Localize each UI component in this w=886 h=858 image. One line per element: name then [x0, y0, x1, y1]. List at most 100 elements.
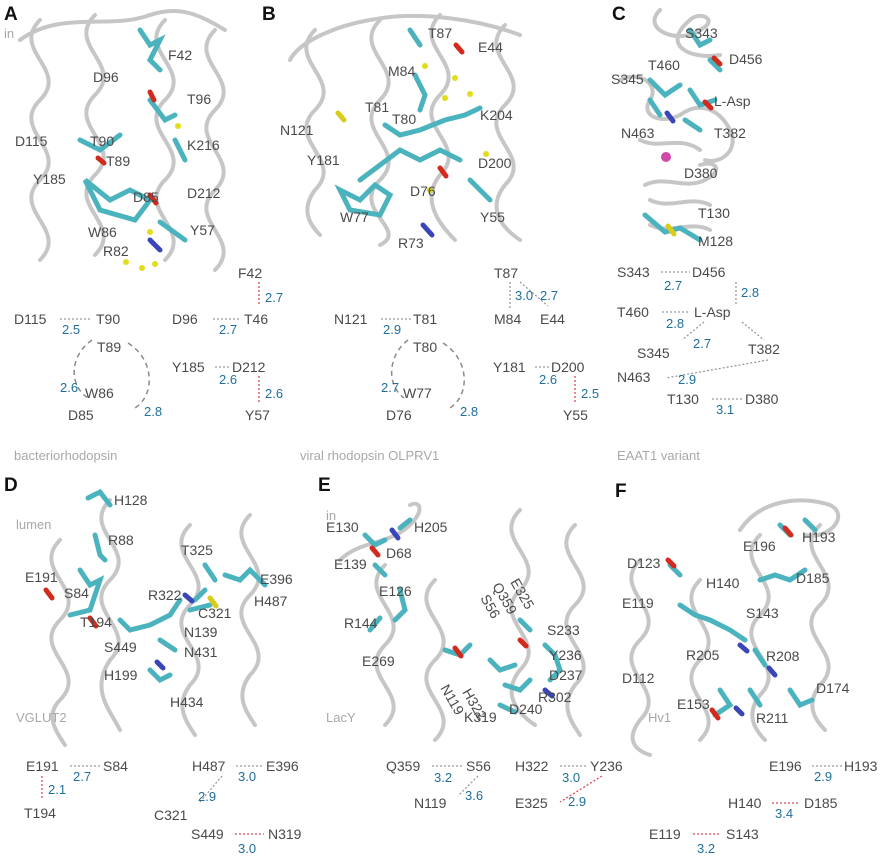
residue-label: R205	[686, 647, 720, 663]
panel-c-structure	[618, 8, 735, 243]
scheme-residue: T87	[494, 265, 518, 281]
scheme-residue: T80	[413, 339, 437, 355]
residue-label: E396	[260, 571, 293, 587]
scheme-residue: S345	[637, 345, 670, 361]
residue-label: N121	[280, 122, 314, 138]
panel-c-structure-labels: S343 T460 D456 S345 L-Asp N463 T382 D380…	[611, 25, 763, 249]
panel-b-helix	[494, 23, 522, 242]
scheme-residue: Y236	[590, 758, 623, 774]
scheme-residue: S143	[726, 826, 759, 842]
scheme-residue: N121	[334, 311, 368, 327]
panel-d-sidechain	[147, 562, 268, 684]
scheme-residue: D212	[232, 359, 266, 375]
panel-b-water	[452, 75, 458, 81]
panel-b-water	[483, 151, 489, 157]
hbond-distance: 2.7	[265, 290, 283, 305]
scheme-residue: M84	[494, 311, 521, 327]
panel-c-loop	[643, 161, 719, 187]
panel-b-structure-labels: T87 E44 M84 N121 T81 T80 K204 D200 Y181 …	[280, 25, 513, 251]
panel-e-loop	[338, 501, 422, 562]
hbond-distance: 2.9	[568, 794, 586, 809]
residue-label: E130	[326, 519, 359, 535]
residue-label: S449	[104, 639, 137, 655]
panel-f-oxygen	[782, 525, 794, 538]
residue-label: S84	[64, 585, 89, 601]
panel-c: C S343 T460 D456 S345 L-Asp N463 T382 D3…	[611, 4, 780, 463]
residue-label: T90	[90, 133, 114, 149]
hbond-distance: 2.6	[60, 380, 78, 395]
residue-label: D185	[796, 570, 830, 586]
residue-label: E139	[334, 556, 367, 572]
residue-label: D212	[187, 185, 221, 201]
residue-label: T87	[428, 25, 452, 41]
panel-b-water	[467, 91, 473, 97]
panel-f-nitrogen	[766, 665, 778, 678]
hbond-line	[741, 321, 765, 341]
panel-d-sidechain	[67, 488, 183, 653]
hbond-arc	[442, 342, 465, 409]
panel-e-helix	[564, 523, 586, 737]
panel-b-helix	[429, 13, 457, 242]
scheme-residue: S84	[103, 758, 128, 774]
hbond-distance: 2.7	[693, 336, 711, 351]
scheme-residue: T382	[748, 341, 780, 357]
scheme-residue: E119	[649, 826, 681, 842]
panel-d-helix	[99, 498, 122, 732]
panel-e-side-label: in	[326, 508, 336, 523]
panel-a-structure	[18, 8, 227, 272]
hbond-distance: 2.6	[265, 386, 283, 401]
panel-b-sulfur	[335, 110, 347, 123]
panel-e-structure	[338, 501, 586, 742]
panel-e-helix	[374, 563, 396, 727]
scheme-residue: H193	[844, 758, 878, 774]
hbond-line	[665, 359, 769, 379]
residue-label: R144	[344, 615, 378, 631]
hbond-distance: 2.1	[48, 782, 66, 797]
residue-label: H434	[170, 694, 204, 710]
panel-c-sulfur	[665, 223, 677, 237]
panel-e-nitrogen	[389, 527, 401, 541]
panel-a-nitrogen	[147, 237, 163, 253]
panel-a-oxygen	[147, 89, 157, 103]
residue-label: E126	[379, 583, 412, 599]
residue-label: D85	[133, 189, 159, 205]
panel-f: F E196 H193 D123 H140 D185 E119 S143 R20…	[615, 481, 878, 856]
panel-c-scheme: S343 D456 2.7 2.8 T460 L-Asp 2.8 2.7 S34…	[617, 264, 780, 417]
scheme-residue: T130	[667, 391, 699, 407]
hbond-distance: 2.8	[144, 404, 162, 419]
residue-label: H193	[802, 529, 836, 545]
scheme-residue: Y181	[493, 359, 526, 375]
hbond-distance: 2.9	[678, 372, 696, 387]
scheme-residue: C321	[154, 807, 188, 823]
hbond-distance: 3.4	[775, 806, 793, 821]
hbond-distance: 2.7	[381, 380, 399, 395]
residue-label: D237	[549, 667, 583, 683]
hbond-distance: 3.0	[515, 288, 533, 303]
scheme-residue: T90	[96, 311, 120, 327]
panel-a-label: A	[4, 4, 18, 25]
residue-label: H487	[254, 593, 288, 609]
residue-label: D112	[622, 670, 655, 686]
panel-a-water	[139, 265, 145, 271]
residue-label: M128	[698, 233, 733, 249]
residue-label: H140	[706, 575, 740, 591]
hbond-distance: 2.9	[383, 322, 401, 337]
hbond-distance: 3.2	[434, 770, 452, 785]
hbond-distance: 3.0	[238, 841, 256, 856]
scheme-residue: T81	[413, 311, 437, 327]
scheme-residue: L-Asp	[694, 304, 731, 320]
panel-d-structure	[43, 488, 268, 747]
panel-d-sulfur	[207, 595, 219, 609]
panel-b-oxygen	[437, 165, 449, 179]
panel-b-oxygen	[453, 42, 465, 55]
scheme-residue: D76	[386, 407, 412, 423]
panel-e-caption: LacY	[326, 710, 356, 725]
panel-c-ion	[661, 152, 671, 162]
hbond-distance: 3.2	[697, 841, 715, 856]
scheme-residue: T194	[24, 805, 56, 821]
panel-d-scheme: E191 S84 2.7 2.1 H487 E396 3.0 T194 2.9 …	[24, 758, 302, 856]
scheme-residue: N319	[268, 826, 302, 842]
scheme-residue: E191	[26, 758, 59, 774]
scheme-residue: Y57	[245, 407, 270, 423]
panel-f-structure-labels: E196 H193 D123 H140 D185 E119 S143 R205 …	[622, 529, 850, 726]
